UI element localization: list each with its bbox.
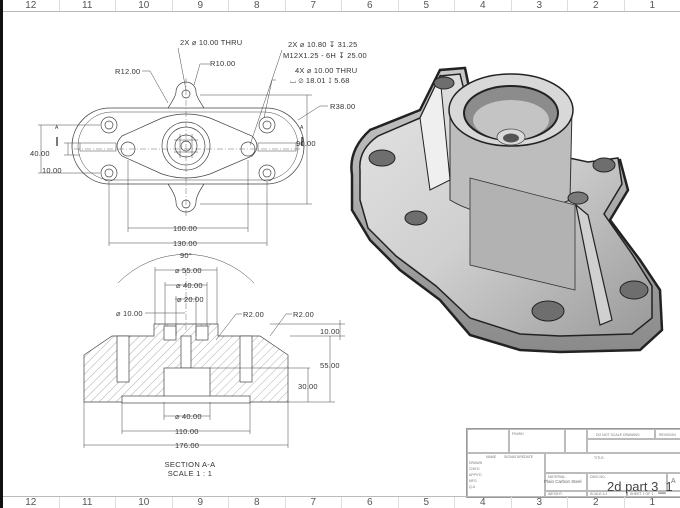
diameter-55: ⌀ 55.00 [175,266,202,275]
zone-label: 1 [649,497,656,508]
width-110: 110.00 [175,427,199,436]
section-marker-right: A [300,125,304,131]
window-edge [0,0,3,508]
section-marker-left: A [55,125,59,131]
counterbore-callout-line2: ⌴ ⌀ 18.01 ↧ 5.68 [290,76,350,85]
dimension-90: 90.00 [296,139,316,148]
zone-label: 3 [512,497,568,508]
tapped-hole-callout-line1: 2X ⌀ 10.80 ↧ 31.25 [288,40,358,49]
section-title: SECTION A-A [164,460,216,469]
zone-label: 5 [399,497,455,508]
tb-title-cell: TITLE: [545,453,680,473]
dimension-100: 100.00 [173,224,198,233]
zone-label: 12 [3,497,60,508]
zone-label: 11 [60,0,116,11]
material-value: Plain Carbon Steel [544,479,582,484]
width-176: 176.00 [175,441,200,450]
zone-label: 4 [455,0,512,11]
zone-label: 1 [649,0,656,11]
tb-no-scale-cell: DO NOT SCALE DRAWING [587,429,655,439]
tb-blank-cell [587,439,680,453]
tb-notes-cell [467,429,509,453]
zone-ruler-top: 12 11 10 9 8 7 6 5 4 3 2 1 [3,0,680,12]
dimension-40: 40.00 [30,149,50,158]
zone-label: 6 [342,497,399,508]
zone-label: 10 [116,497,173,508]
zone-label: 12 [3,0,60,11]
zone-label: 6 [342,0,399,11]
tb-deburr-cell [565,429,587,453]
tapped-hole-callout-line2: M12X1.25 - 6H ↧ 25.00 [283,51,367,60]
height-55: 55.00 [320,361,340,370]
zone-label: 2 [568,0,625,11]
radius-callout-r38: R38.00 [330,102,356,111]
section-caption: SECTION A-A SCALE 1 : 1 [150,460,230,478]
section-scale: SCALE 1 : 1 [167,469,213,478]
fillet-r2-a: R2.00 [243,310,265,319]
height-10: 10.00 [320,327,340,336]
diameter-20: ⌀ 20.00 [177,295,204,304]
zone-label: 9 [173,497,229,508]
diameter-40-bottom: ⌀ 40.00 [175,412,202,421]
title-block: FINISH DO NOT SCALE DRAWING REVISION NAM… [466,428,680,498]
zone-label: 9 [173,0,229,11]
zone-ruler-bottom: 12 11 10 9 8 7 6 5 4 3 2 1 [3,496,680,508]
zone-label: 3 [512,0,568,11]
tb-material-cell: MATERIAL: [545,473,587,491]
thru-hole-callout: 2X ⌀ 10.00 THRU [180,38,243,47]
zone-label: 11 [60,497,116,508]
height-30: 30.00 [298,382,318,391]
diameter-10: ⌀ 10.00 [116,309,143,318]
diameter-40-top: ⌀ 40.00 [176,281,203,290]
section-view [83,254,345,448]
zone-label: 5 [399,0,455,11]
top-view [38,47,328,246]
zone-label: 7 [286,497,342,508]
zone-label: 10 [116,0,173,11]
zone-label: 8 [229,497,286,508]
tb-size-cell: A [667,473,680,491]
zone-label: 7 [286,0,342,11]
zone-label: 4 [455,497,512,508]
radius-callout-r10: R10.00 [210,59,236,68]
fillet-r2-b: R2.00 [293,310,315,319]
counterbore-callout-line1: 4X ⌀ 10.00 THRU [295,66,358,75]
dimension-130: 130.00 [173,239,198,248]
zone-label: 2 [568,497,625,508]
drawing-name: 2d part 3_1 [607,479,673,494]
isometric-3d-view [350,66,664,354]
tb-dwg-no-cell: DWG NO. [587,473,667,491]
tb-finish-cell: FINISH [509,429,565,453]
dimension-10: 10.00 [42,166,62,175]
tb-signoff-grid: NAME SIGNATURE DATE DRAWN CHK'D APPV'D M… [467,453,545,497]
radius-callout-r12: R12.00 [115,67,141,76]
tb-revision-cell: REVISION [655,429,680,439]
zone-label: 8 [229,0,286,11]
angle-dimension: 90° [180,251,192,260]
